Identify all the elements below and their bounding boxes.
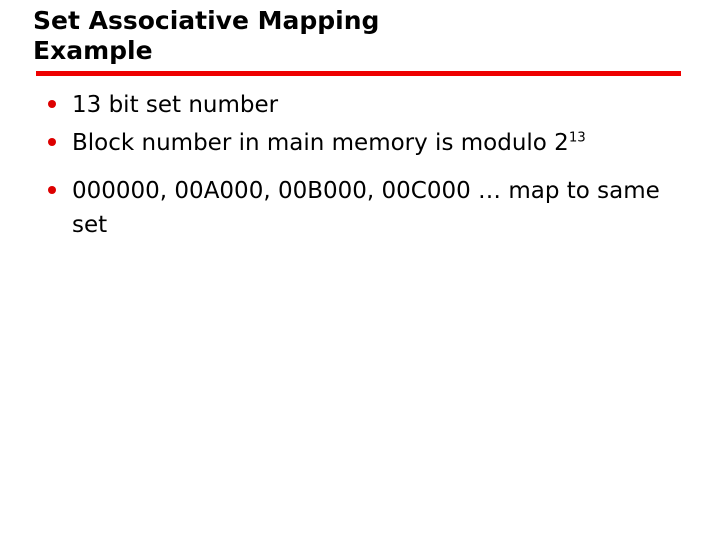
list-item-text: Block number in main memory is modulo 21…: [72, 126, 688, 160]
bullet-dot-icon: [48, 186, 56, 194]
slide-title: Set Associative Mapping Example: [33, 6, 683, 66]
bullet-dot-icon: [48, 100, 56, 108]
bullet-list: 13 bit set number Block number in main m…: [40, 88, 688, 242]
list-item-text-main: Block number in main memory is modulo 2: [72, 130, 569, 156]
title-line-2: Example: [33, 36, 153, 65]
list-item-text-superscript: 13: [568, 130, 586, 146]
list-item: Block number in main memory is modulo 21…: [40, 126, 688, 160]
list-item-text: 000000, 00A000, 00B000, 00C000 … map to …: [72, 178, 660, 238]
bullet-dot-icon: [48, 138, 56, 146]
list-item: 000000, 00A000, 00B000, 00C000 … map to …: [40, 174, 688, 242]
list-item-text: 13 bit set number: [72, 92, 279, 118]
list-item: 13 bit set number: [40, 88, 688, 122]
title-line-1: Set Associative Mapping: [33, 6, 380, 35]
title-divider-rule: [36, 71, 681, 76]
